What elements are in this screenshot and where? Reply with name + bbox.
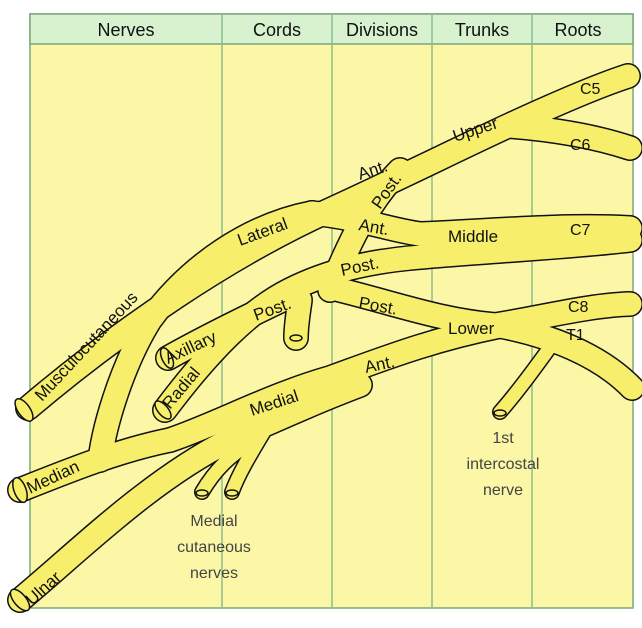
cut-end-posterior-stub — [290, 335, 302, 341]
header-trunks: Trunks — [455, 20, 509, 40]
caption-intercostal-line3: nerve — [483, 482, 523, 499]
header-cords: Cords — [253, 20, 301, 40]
caption-medial-cutaneous-line1: Medial — [190, 513, 237, 530]
cut-end-medial-cutaneous-2 — [226, 490, 238, 496]
header-roots: Roots — [554, 20, 601, 40]
root-label-t1: T1 — [566, 327, 585, 344]
root-label-c8: C8 — [568, 299, 589, 316]
header-nerves: Nerves — [97, 20, 154, 40]
trunk-label-middle: Middle — [448, 227, 498, 246]
caption-intercostal-line1: 1st — [492, 430, 514, 447]
caption-medial-cutaneous-line2: cutaneous — [177, 539, 251, 556]
root-label-c5: C5 — [580, 81, 601, 98]
cut-end-medial-cutaneous-1 — [196, 490, 208, 496]
header-divisions: Divisions — [346, 20, 418, 40]
caption-medial-cutaneous-line3: nerves — [190, 565, 238, 582]
caption-intercostal-line2: intercostal — [467, 456, 540, 473]
cut-end-first-intercostal — [494, 410, 506, 416]
nerve-fill-posterior-stub — [296, 300, 300, 338]
trunk-label-lower: Lower — [448, 319, 495, 338]
root-label-c7: C7 — [570, 222, 591, 239]
root-label-c6: C6 — [570, 137, 591, 154]
